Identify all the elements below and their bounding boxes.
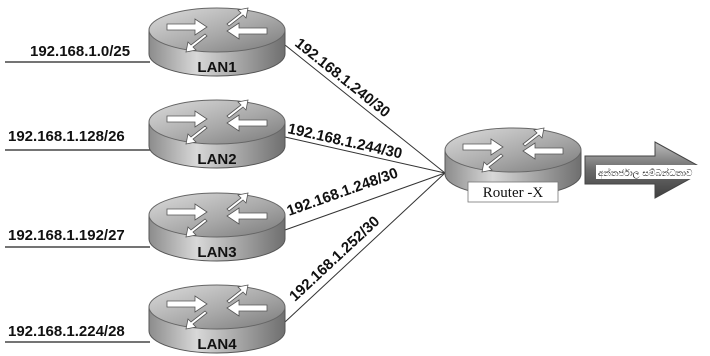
router-core: Router -X — [444, 127, 582, 203]
router-lan3: LAN3 — [148, 192, 286, 262]
subnet-labels: 192.168.1.0/25 192.168.1.128/26 192.168.… — [8, 43, 130, 340]
uplink-label: අන්තර්ජාල සම්බන්ධතාව — [598, 168, 693, 179]
link-lines — [284, 44, 446, 323]
link-line-lan4 — [284, 172, 446, 323]
link-label-lan1: 192.168.1.240/30 — [292, 35, 394, 121]
router-core-label: Router -X — [483, 185, 544, 201]
router-lan1-label: LAN1 — [197, 59, 236, 76]
router-lan2-label: LAN2 — [197, 151, 236, 168]
subnet-label-lan3: 192.168.1.192/27 — [8, 227, 125, 244]
subnet-label-lan4: 192.168.1.224/28 — [8, 323, 125, 340]
link-line-lan2 — [284, 136, 446, 174]
router-lan1: LAN1 — [148, 7, 286, 77]
subnet-lines — [5, 61, 150, 343]
link-line-lan1 — [284, 44, 446, 174]
link-label-lan4: 192.168.1.252/30 — [286, 213, 383, 305]
router-lan4: LAN4 — [148, 284, 286, 354]
router-lan2: LAN2 — [148, 99, 286, 169]
subnet-label-lan2: 192.168.1.128/26 — [8, 128, 125, 145]
router-lan4-label: LAN4 — [197, 336, 237, 353]
link-label-lan3: 192.168.1.248/30 — [285, 165, 401, 220]
uplink-arrow: අන්තර්ජාල සම්බන්ධතාව — [584, 141, 710, 199]
router-lan3-label: LAN3 — [197, 244, 236, 261]
subnet-label-lan1: 192.168.1.0/25 — [30, 43, 130, 60]
link-line-lan3 — [284, 172, 446, 231]
link-labels: 192.168.1.240/30 192.168.1.244/30 192.16… — [285, 35, 404, 305]
